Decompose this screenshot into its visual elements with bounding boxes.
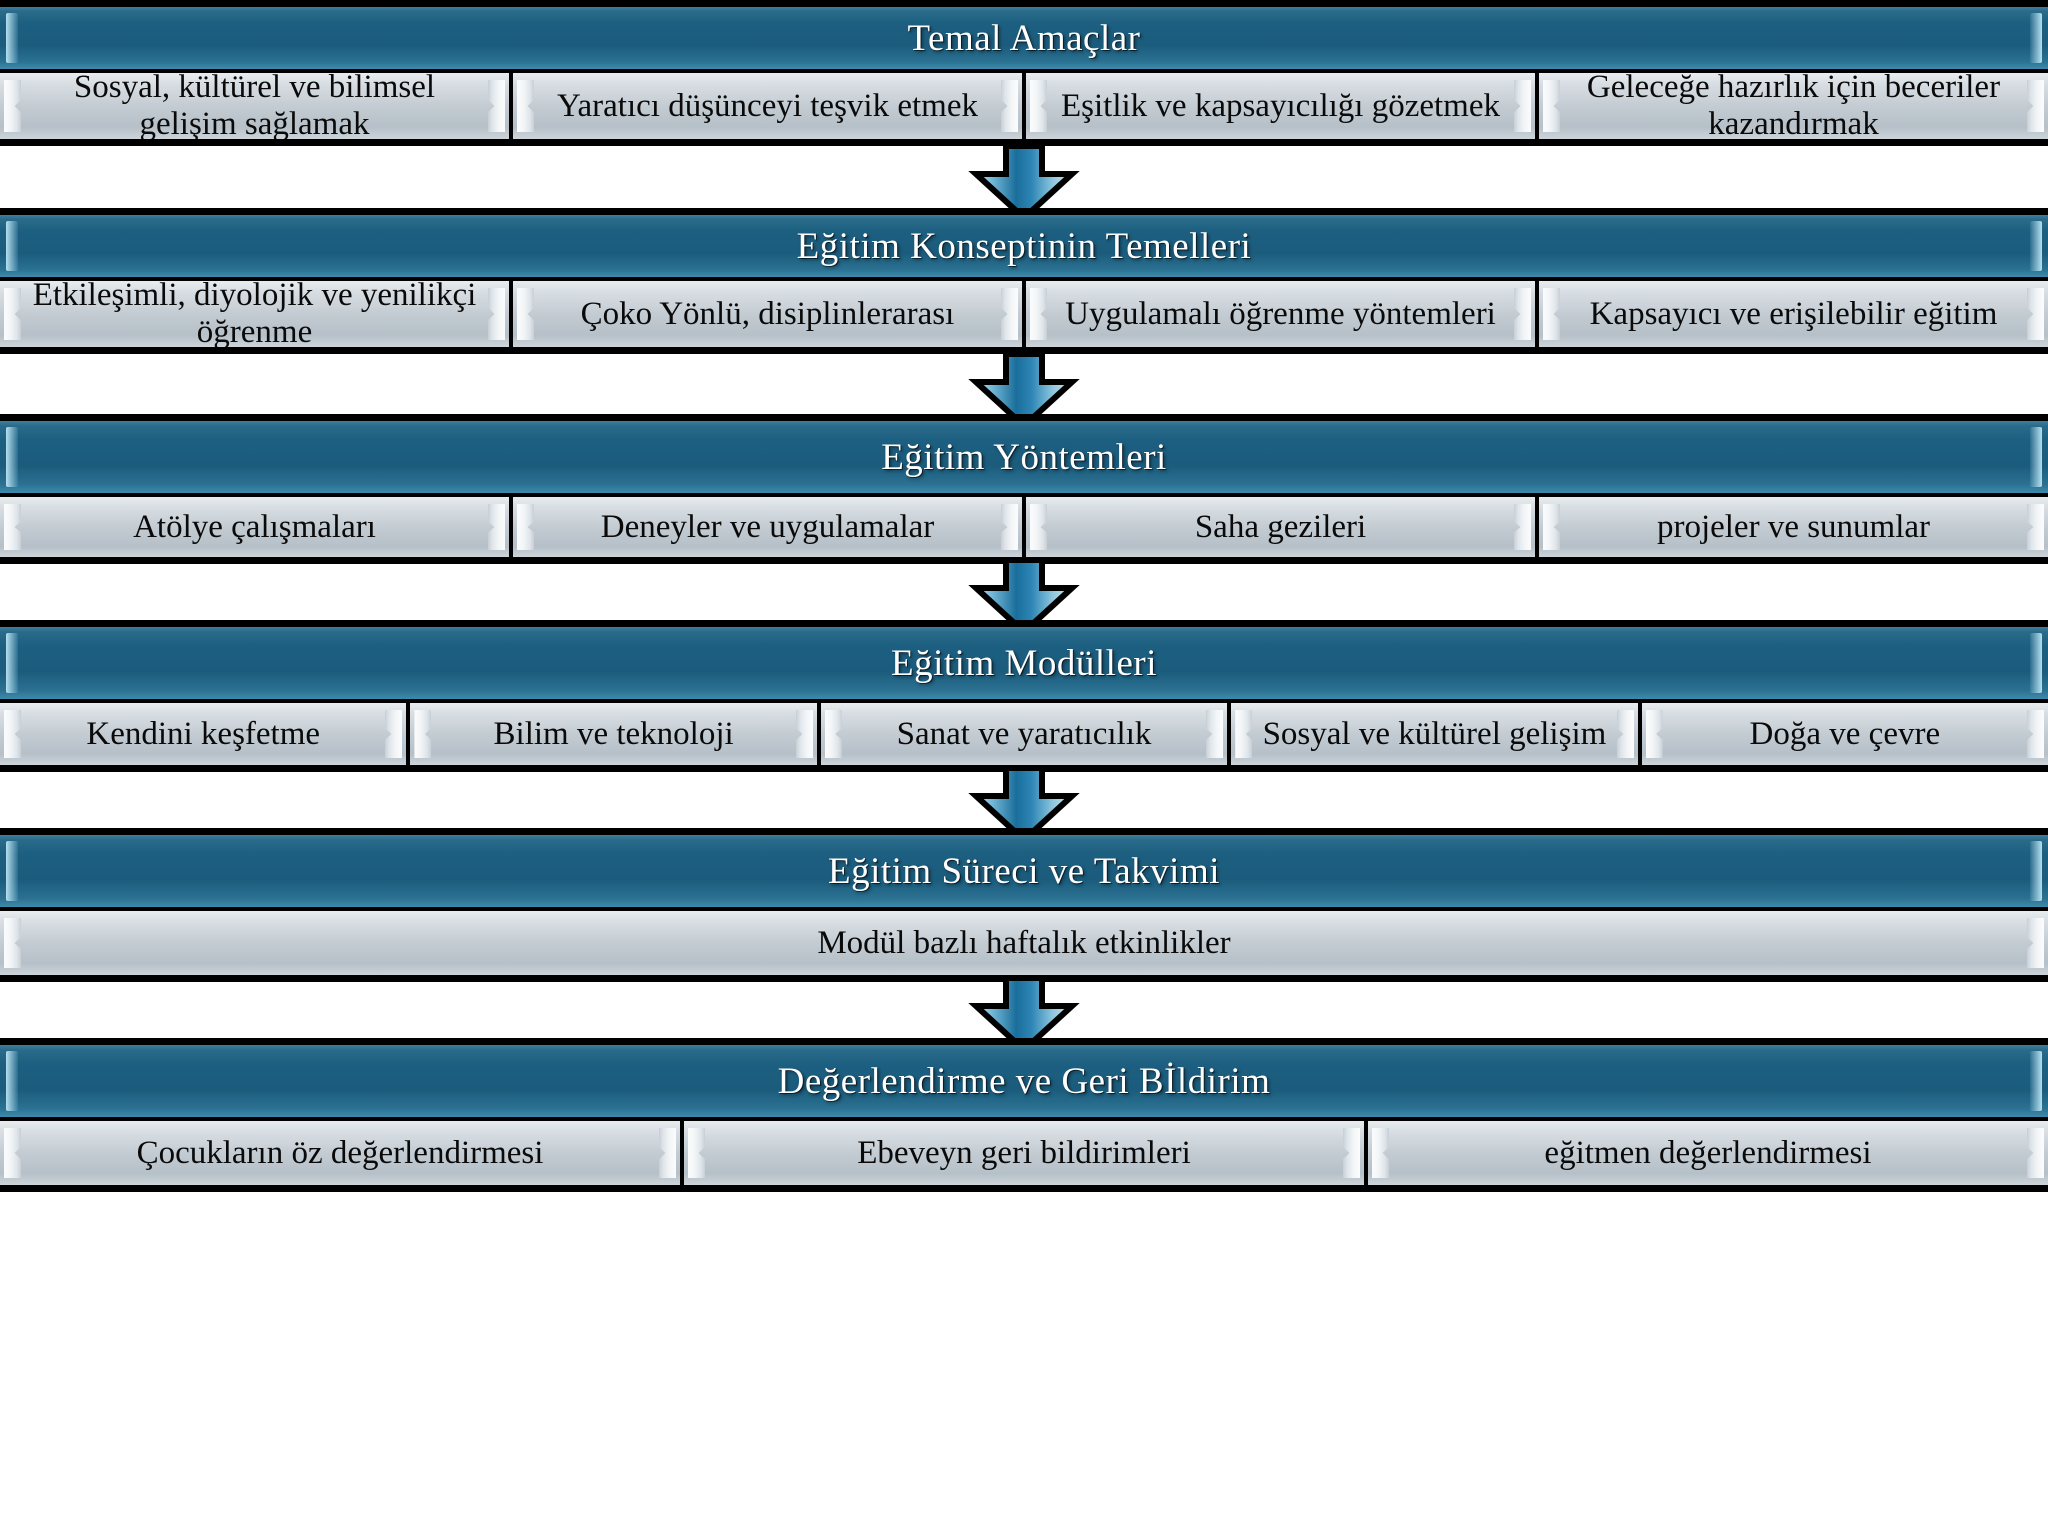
stage-items-row: Sosyal, kültürel ve bilimsel gelişim sağ… — [0, 69, 2048, 139]
stage-item-label: Geleceğe hazırlık için beceriler kazandı… — [1586, 73, 2001, 139]
stage-item-label: Etkileşimli, diyolojik ve yenilikçi öğre… — [32, 281, 477, 347]
stage-header-label: Eğitim Yöntemleri — [881, 436, 1167, 478]
stage-item[interactable]: Kendini keşfetme — [0, 703, 407, 765]
stage-item[interactable]: Yaratıcı düşünceyi teşvik etmek — [513, 73, 1022, 139]
stage-item-label: Sanat ve yaratıcılık — [896, 715, 1152, 752]
stage-items-row: Kendini keşfetme Bilim ve teknoloji Sana… — [0, 699, 2048, 765]
stage-item-label: Kapsayıcı ve erişilebilir eğitim — [1589, 295, 1998, 332]
stage-egitim-konseptinin-temelleri[interactable]: Eğitim Konseptinin Temelleri Etkileşimli… — [0, 208, 2048, 354]
stage-item-label: Atölye çalışmaları — [133, 508, 376, 545]
stage-item-label: Sosyal, kültürel ve bilimsel gelişim sağ… — [73, 73, 436, 139]
stage-item-label: Ebeveyn geri bildirimleri — [857, 1134, 1191, 1171]
stage-header-label: Eğitim Modülleri — [891, 642, 1157, 684]
stage-item[interactable]: Deneyler ve uygulamalar — [513, 497, 1022, 557]
stage-item-label: Modül bazlı haftalık etkinlikler — [817, 924, 1231, 961]
down-arrow-icon — [968, 146, 1080, 218]
stage-item-label: Saha gezileri — [1194, 508, 1367, 545]
stage-item[interactable]: Atölye çalışmaları — [0, 497, 509, 557]
stage-item-label: Bilim ve teknoloji — [493, 715, 734, 752]
stage-item-label: Çocukların öz değerlendirmesi — [136, 1134, 544, 1171]
stage-item-label: Kendini keşfetme — [86, 715, 321, 752]
stage-item-label: Eşitlik ve kapsayıcılığı gözetmek — [1061, 87, 1500, 124]
stage-header-temel-amaclar[interactable]: Temal Amaçlar — [0, 7, 2048, 69]
stage-items-row: Atölye çalışmaları Deneyler ve uygulamal… — [0, 493, 2048, 557]
stage-header-label: Eğitim Süreci ve Takvimi — [827, 850, 1221, 892]
stage-item[interactable]: Çoko Yönlü, disiplinlerarası — [513, 281, 1022, 347]
stage-egitim-modulleri[interactable]: Eğitim Modülleri Kendini keşfetme Bilim … — [0, 620, 2048, 772]
stage-header-label: Eğitim Konseptinin Temelleri — [796, 225, 1252, 267]
stage-header-egitim-yontemleri[interactable]: Eğitim Yöntemleri — [0, 421, 2048, 493]
stage-header-egitim-modulleri[interactable]: Eğitim Modülleri — [0, 627, 2048, 699]
stage-item[interactable]: eğitmen değerlendirmesi — [1368, 1121, 2048, 1185]
down-arrow-icon — [968, 354, 1080, 426]
stage-items-row: Etkileşimli, diyolojik ve yenilikçi öğre… — [0, 277, 2048, 347]
stage-header-egitim-sureci-ve-takvimi[interactable]: Eğitim Süreci ve Takvimi — [0, 835, 2048, 907]
stage-item[interactable]: Bilim ve teknoloji — [410, 703, 817, 765]
stage-item[interactable]: Geleceğe hazırlık için beceriler kazandı… — [1539, 73, 2048, 139]
stage-item[interactable]: Sosyal ve kültürel gelişim — [1231, 703, 1638, 765]
stage-item[interactable]: Sanat ve yaratıcılık — [820, 703, 1228, 765]
stage-item[interactable]: projeler ve sunumlar — [1539, 497, 2048, 557]
stage-temel-amaclar[interactable]: Temal Amaçlar Sosyal, kültürel ve bilims… — [0, 0, 2048, 146]
stage-item[interactable]: Etkileşimli, diyolojik ve yenilikçi öğre… — [0, 281, 509, 347]
stage-item[interactable]: Sosyal, kültürel ve bilimsel gelişim sağ… — [0, 73, 509, 139]
down-arrow-icon — [968, 978, 1080, 1050]
stage-item-label: Yaratıcı düşünceyi teşvik etmek — [557, 87, 978, 124]
stage-egitim-sureci-ve-takvimi[interactable]: Eğitim Süreci ve Takvimi Modül bazlı haf… — [0, 828, 2048, 982]
stage-header-label: Temal Amaçlar — [907, 17, 1141, 59]
stage-header-label: Değerlendirme ve Geri Bİldirim — [777, 1060, 1271, 1102]
stage-egitim-yontemleri[interactable]: Eğitim Yöntemleri Atölye çalışmaları Den… — [0, 414, 2048, 564]
stage-item[interactable]: Eşitlik ve kapsayıcılığı gözetmek — [1026, 73, 1535, 139]
stage-header-degerlendirme-ve-geri-bildirim[interactable]: Değerlendirme ve Geri Bİldirim — [0, 1045, 2048, 1117]
stage-item-label: Deneyler ve uygulamalar — [600, 508, 935, 545]
stage-item[interactable]: Ebeveyn geri bildirimleri — [684, 1121, 1364, 1185]
stage-items-row: Çocukların öz değerlendirmesi Ebeveyn ge… — [0, 1117, 2048, 1185]
down-arrow-icon — [968, 768, 1080, 840]
stage-item[interactable]: Modül bazlı haftalık etkinlikler — [0, 911, 2048, 975]
stage-item-label: Doğa ve çevre — [1749, 715, 1941, 752]
stage-item-label: Sosyal ve kültürel gelişim — [1262, 715, 1607, 752]
stage-item-label: Çoko Yönlü, disiplinlerarası — [580, 295, 955, 332]
stage-items-row: Modül bazlı haftalık etkinlikler — [0, 907, 2048, 975]
stage-item-label: eğitmen değerlendirmesi — [1544, 1134, 1872, 1171]
stage-header-egitim-konseptinin-temelleri[interactable]: Eğitim Konseptinin Temelleri — [0, 215, 2048, 277]
stage-item[interactable]: Doğa ve çevre — [1641, 703, 2048, 765]
stage-item-label: Uygulamalı öğrenme yöntemleri — [1065, 295, 1496, 332]
stage-item[interactable]: Kapsayıcı ve erişilebilir eğitim — [1539, 281, 2048, 347]
stage-item-label: projeler ve sunumlar — [1656, 508, 1931, 545]
stage-item[interactable]: Çocukların öz değerlendirmesi — [0, 1121, 680, 1185]
down-arrow-icon — [968, 560, 1080, 632]
stage-item[interactable]: Saha gezileri — [1026, 497, 1535, 557]
stage-item[interactable]: Uygulamalı öğrenme yöntemleri — [1026, 281, 1535, 347]
stage-degerlendirme-ve-geri-bildirim[interactable]: Değerlendirme ve Geri Bİldirim Çocukları… — [0, 1038, 2048, 1192]
